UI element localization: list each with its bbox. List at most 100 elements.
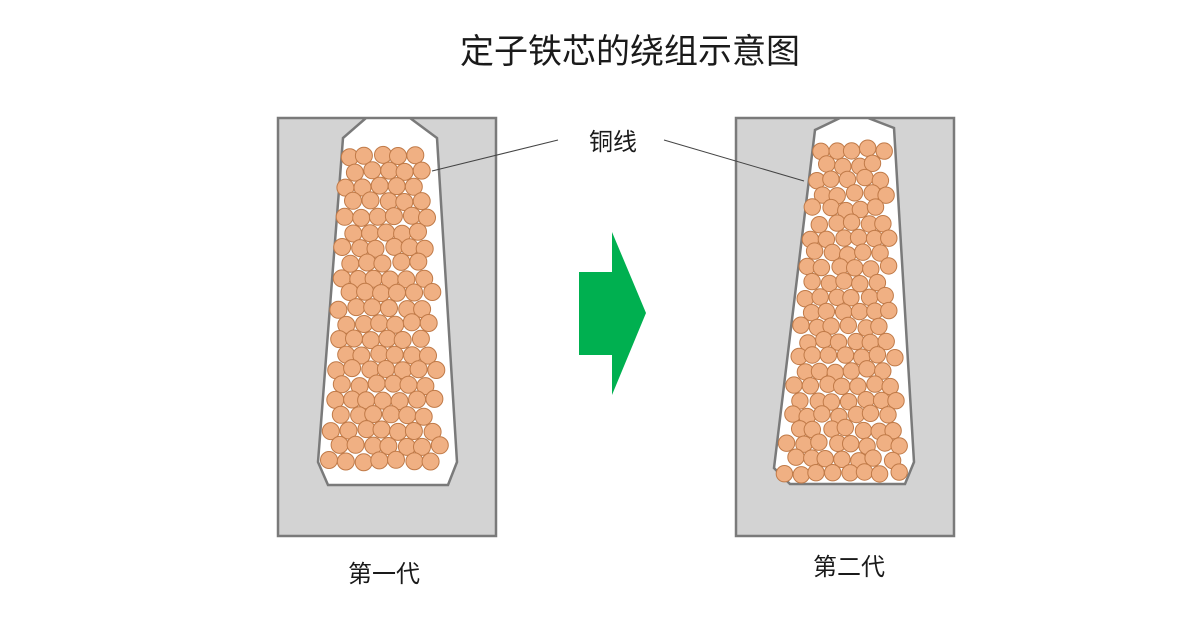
copper-wire-strand (367, 374, 386, 393)
copper-wire-strand (335, 207, 354, 226)
copper-wire-strand (880, 229, 898, 247)
copper-wire-strand (370, 451, 389, 470)
copper-wire-strand (385, 237, 404, 256)
copper-wire-strand (828, 214, 846, 232)
copper-wire-strand (370, 176, 389, 195)
copper-wire-strand (842, 213, 861, 231)
copper-wire-strand (803, 198, 821, 216)
copper-wire-strand (321, 422, 340, 441)
copper-wire-strand (877, 186, 895, 204)
copper-wire-strand (811, 288, 829, 306)
copper-wire-strand (838, 170, 857, 189)
copper-wire-strand (361, 224, 380, 243)
copper-wire-strand (352, 208, 371, 227)
stator-core-gen2 (734, 116, 956, 538)
copper-wire-strand (818, 155, 836, 173)
copper-wire-strand (823, 243, 842, 262)
copper-wire-strand (388, 283, 406, 302)
copper-wire-strand (886, 349, 904, 367)
copper-wire-strand (845, 184, 864, 202)
copper-wire-strand (874, 215, 892, 233)
copper-wire-strand (373, 254, 392, 273)
copper-wire-strand (421, 452, 440, 471)
copper-wire-strand (822, 393, 841, 411)
copper-wire-strand (366, 239, 385, 258)
copper-wire-strand (875, 142, 893, 160)
generation-label-1: 第一代 (348, 560, 420, 588)
copper-wire-strand (842, 289, 860, 307)
copper-wire-strand (337, 315, 356, 334)
copper-wire-strand (397, 270, 416, 289)
copper-wire-strand (850, 302, 869, 321)
copper-wire-strand (330, 435, 349, 454)
copper-wire-strand (380, 299, 398, 318)
copper-wire-strand (412, 192, 431, 211)
copper-wire-strand (378, 329, 397, 348)
copper-wire-strand (801, 377, 820, 395)
copper-wire-strand (879, 406, 897, 424)
copper-wire-strand (379, 437, 398, 455)
copper-wire-strand (815, 331, 833, 349)
copper-wire-strand (858, 360, 876, 378)
copper-wire-strand (384, 207, 403, 226)
core-gen2 (734, 116, 956, 538)
copper-wire-strand (822, 317, 840, 335)
copper-wire-strand (356, 282, 375, 301)
copper-wire-strand (890, 437, 908, 455)
core-gen1 (276, 116, 498, 538)
copper-wire-strand (807, 464, 825, 482)
copper-wire-strand (404, 177, 423, 196)
copper-wire-strand (416, 377, 435, 396)
page-title: 定子铁芯的绕组示意图 (460, 32, 800, 72)
copper-wire-strand (817, 302, 836, 321)
copper-wire-strand (402, 313, 421, 332)
copper-wire-strand (409, 252, 428, 271)
copper-wire-strand (345, 163, 364, 182)
copper-wire-strand (340, 283, 359, 301)
copper-wire-strand (803, 346, 821, 364)
copper-wire-strand (409, 222, 427, 241)
copper-wire-strand (805, 242, 824, 260)
copper-wire-strand (393, 331, 412, 349)
copper-wire-strand (887, 392, 905, 410)
copper-wire-strand (320, 451, 338, 469)
copper-wire-strand (355, 315, 373, 333)
copper-wire-strand (846, 259, 864, 277)
copper-wire-strand (414, 407, 433, 426)
copper-wire-strand (409, 360, 428, 379)
copper-wire-strand (368, 207, 387, 226)
copper-wire-strand (382, 405, 400, 424)
copper-wire-strand (859, 139, 877, 157)
copper-wire-strand (868, 346, 887, 364)
copper-wire-strand (390, 392, 409, 411)
copper-wire-strand (792, 466, 810, 484)
copper-wire-strand (810, 216, 828, 234)
copper-wire-strand (402, 206, 421, 225)
copper-wire-strand (836, 346, 855, 364)
copper-wire-strand (370, 314, 389, 333)
copper-wire-strand (824, 464, 842, 482)
copper-wire-strand (876, 434, 894, 452)
copper-wire-strand (803, 272, 821, 291)
copper-wire-strand (849, 228, 868, 247)
copper-wire-strand (430, 436, 449, 455)
copper-wire-strand (405, 283, 424, 302)
copper-wire-strand (777, 434, 796, 452)
copper-wire-strand (884, 422, 902, 440)
copper-wire-label: 铜线 (589, 128, 637, 156)
copper-wire-strand (861, 404, 880, 422)
copper-wire-strand (874, 362, 892, 380)
copper-wire-strand (408, 390, 427, 409)
copper-wire-strand (370, 344, 389, 363)
copper-wire-strand (423, 283, 442, 301)
copper-wire-strand (346, 435, 365, 454)
copper-wire-strand (419, 314, 438, 332)
copper-wire-strand (812, 258, 831, 277)
copper-wire-strand (854, 243, 872, 261)
copper-wire-strand (347, 298, 366, 317)
copper-wire-strand (418, 208, 436, 227)
copper-wire-strand (345, 329, 363, 348)
copper-wire-strand (835, 229, 853, 247)
copper-wires-gen1 (320, 145, 449, 472)
